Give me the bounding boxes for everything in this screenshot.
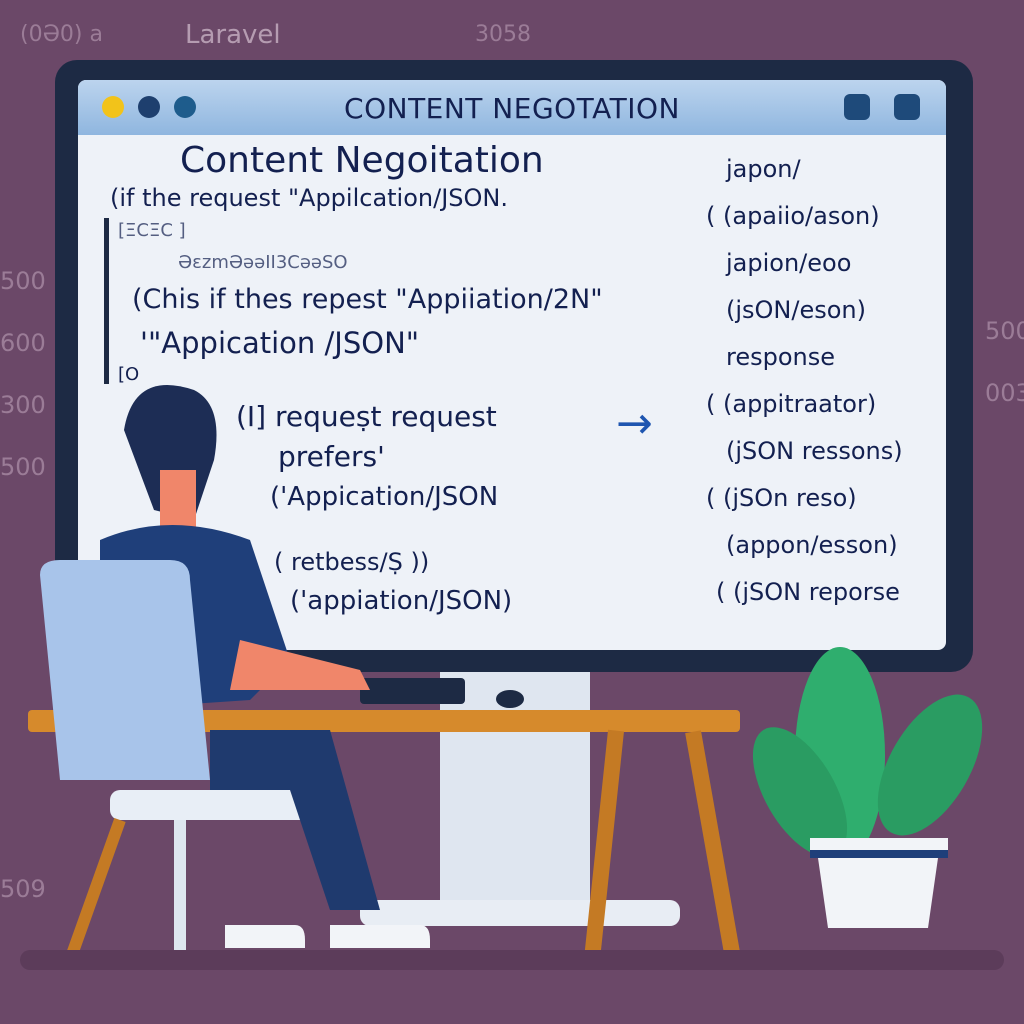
- window-dot[interactable]: [174, 96, 196, 118]
- code-line: [ΞCΞC ]: [118, 220, 186, 241]
- arrow-right-icon: →: [616, 398, 653, 449]
- bg-num: 500: [0, 453, 46, 481]
- minimize-dot[interactable]: [102, 96, 124, 118]
- mouse: [496, 690, 524, 708]
- response-item: japion/eoo: [726, 249, 852, 277]
- response-list: japon/ ( (apaiio/ason) japion/eoo (jsON/…: [706, 146, 903, 616]
- window-button[interactable]: [894, 94, 920, 120]
- content-heading: Content Negoitation: [180, 140, 544, 181]
- window-button[interactable]: [844, 94, 870, 120]
- response-item: ( (jSOn reso): [706, 484, 857, 512]
- bg-num: 003: [985, 379, 1024, 407]
- response-item: ( (apaiio/ason): [706, 202, 880, 230]
- bg-side-left: 500 600 300 500: [0, 250, 46, 498]
- response-item: response: [726, 343, 836, 371]
- code-line: [O: [118, 364, 140, 385]
- bg-num: 509: [0, 875, 46, 903]
- bg-code-text: (0Ə0) a: [20, 22, 103, 47]
- floor: [20, 950, 1004, 970]
- monitor-base: [360, 900, 680, 926]
- person-neck: [160, 470, 196, 530]
- person-shoe: [225, 925, 305, 948]
- request-text: ( retbess/Ṣ )): [274, 548, 430, 576]
- response-item: (jsON/eson): [726, 296, 866, 324]
- response-item: japon/: [726, 155, 801, 183]
- response-item: ( (jSON reporse: [716, 578, 900, 606]
- bracket-line: [104, 218, 109, 384]
- chair-back: [40, 560, 210, 780]
- title-bar: CONTENT NEGOTATION: [78, 80, 946, 135]
- request-text: ('appiation/JSON): [290, 586, 513, 616]
- desk: [28, 710, 740, 732]
- app-window: CONTENT NEGOTATION Content Negoitation (…: [78, 80, 946, 650]
- code-line: (if the request "Appilcation/JSON.: [110, 184, 508, 212]
- plant-pot: [810, 838, 948, 928]
- response-item: ( (appitraator): [706, 390, 877, 418]
- plant-leaf: [752, 727, 848, 857]
- bg-side-right: 500 003: [985, 300, 1024, 424]
- bg-num: 300: [0, 391, 46, 419]
- request-text: (I] requeṣt request: [236, 400, 497, 433]
- window-dot[interactable]: [138, 96, 160, 118]
- response-item: (jSON ressons): [726, 437, 903, 465]
- window-title: CONTENT NEGOTATION: [344, 92, 680, 125]
- bg-num: 500: [985, 317, 1024, 345]
- request-text: ('Appication/JSON: [270, 482, 499, 512]
- person-shoe: [330, 925, 430, 948]
- code-line: (Chis if thes repest "Appiiation/2N": [132, 284, 603, 315]
- bg-num: 600: [0, 329, 46, 357]
- chair-seat: [110, 790, 320, 820]
- person-legs: [210, 730, 380, 910]
- response-item: (appon/esson): [726, 531, 898, 559]
- bg-num: 500: [0, 267, 46, 295]
- code-line: '"Appication /JSON": [140, 326, 420, 360]
- pot-stripe: [810, 850, 948, 858]
- chair-leg: [64, 817, 126, 963]
- bg-num-text: 3058: [475, 22, 531, 47]
- keyboard: [360, 678, 465, 704]
- person-arm: [230, 640, 370, 690]
- bg-laravel-text: Laravel: [185, 20, 281, 50]
- code-line: ƏεzmƏəəII3CəəSO: [178, 252, 348, 273]
- request-text: prefers': [278, 440, 385, 473]
- plant-leaf: [877, 694, 983, 836]
